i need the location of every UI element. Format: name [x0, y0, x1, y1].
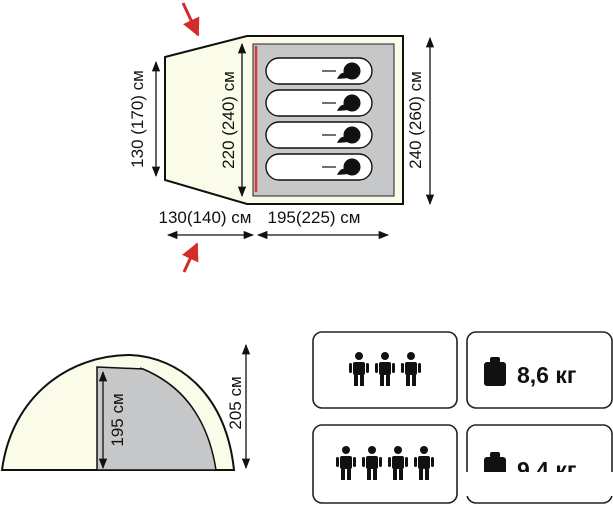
vestibule-length-label: 130(140) см: [159, 208, 252, 227]
head-icon: [343, 62, 361, 80]
tent-side-view: 195 см 205 см: [0, 343, 251, 471]
spec-cards: 8,6 кг 9,4 кг: [312, 331, 613, 504]
head-icon: [343, 94, 361, 112]
inner-height-label: 195 см: [108, 393, 127, 446]
inner-height-label: 220 (240) см: [219, 71, 238, 169]
head-icon: [343, 158, 361, 176]
weight-icon: [484, 357, 506, 386]
person-icon: [388, 446, 408, 480]
total-height-label: 240 (260) см: [406, 71, 425, 169]
person-icon: [362, 446, 382, 480]
vestibule-height-label: 130 (170) см: [128, 70, 147, 168]
persons-card: [312, 424, 458, 504]
person-icon: [375, 352, 395, 386]
person-icon: [401, 352, 421, 386]
weight-card: [466, 331, 613, 409]
sleeping-bags: [265, 57, 373, 181]
sleeping-bag: [265, 57, 373, 85]
person-icon: [336, 446, 356, 480]
persons-icons: [336, 446, 434, 480]
sleeping-bag: [265, 153, 373, 181]
head-icon: [343, 126, 361, 144]
arrow-icon: [182, 242, 199, 273]
outer-height-label: 205 см: [226, 376, 245, 429]
tent-top-view: 130 (170) см 220 (240) см 240 (260) см 1…: [128, 2, 435, 273]
crop-mask: [462, 472, 613, 496]
persons-icons: [349, 352, 421, 386]
person-icon: [349, 352, 369, 386]
weight-value: 8,6 кг: [517, 362, 576, 388]
arrow-icon: [181, 2, 200, 37]
sleeping-bag: [265, 89, 373, 117]
sleeping-bag: [265, 121, 373, 149]
inner-tent-profile: [96, 366, 217, 471]
inner-length-label: 195(225) см: [268, 208, 361, 227]
person-icon: [414, 446, 434, 480]
